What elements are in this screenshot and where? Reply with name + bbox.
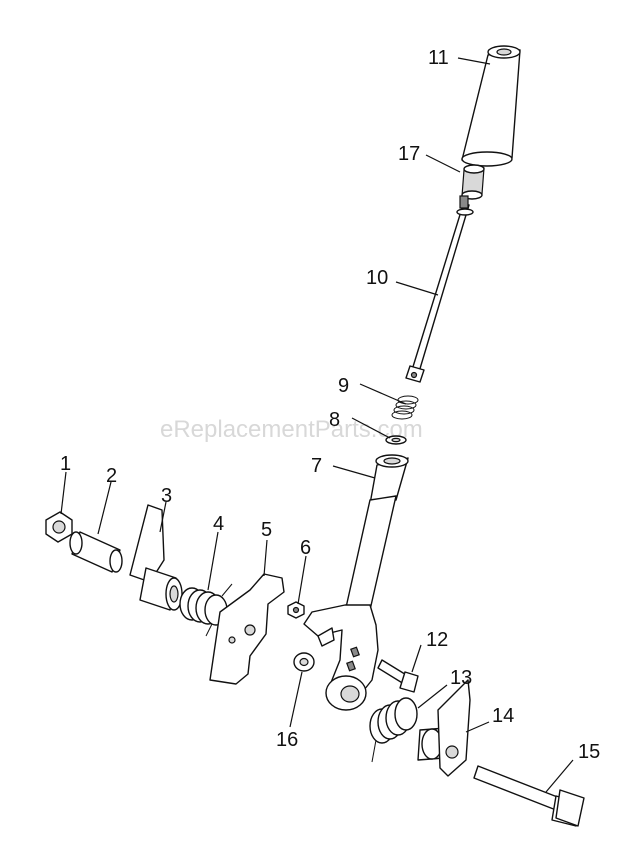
leader-lines: [60, 57, 574, 793]
part-8-washer: [385, 435, 407, 445]
callout-2: 2: [106, 465, 117, 487]
part-14-bracket: [417, 679, 471, 777]
part-4-torsion-spring: [179, 583, 233, 637]
part-15-long-bolt: [473, 765, 585, 827]
callout-14: 14: [492, 705, 514, 727]
callout-7: 7: [311, 455, 322, 477]
part-5-plate: [209, 573, 285, 685]
callout-3: 3: [161, 485, 172, 507]
part-10-shift-rod: [405, 195, 474, 383]
part-3-pivot-bracket: [129, 504, 183, 611]
callout-11: 11: [428, 47, 449, 69]
callout-16: 16: [276, 729, 298, 751]
part-7-shift-lever: [303, 454, 409, 711]
part-2-spacer: [69, 531, 123, 573]
part-1-nut: [45, 511, 73, 543]
callout-10: 10: [366, 267, 388, 289]
callout-8: 8: [329, 409, 340, 431]
part-12-bolt: [377, 659, 419, 693]
callout-1: 1: [60, 453, 71, 475]
callout-6: 6: [300, 537, 311, 559]
callout-9: 9: [338, 375, 349, 397]
callout-4: 4: [213, 513, 224, 535]
part-6-nut: [287, 601, 305, 619]
part-13-spring: [369, 697, 418, 763]
callout-17: 17: [398, 143, 420, 165]
callout-15: 15: [578, 741, 600, 763]
callout-labels: 11 17 10 9 8 7 1 2 3 4 5 6 12 13 14 15 1…: [60, 47, 600, 763]
callout-13: 13: [450, 667, 472, 689]
part-17-bushing: [461, 164, 485, 200]
part-11-handle-grip: [461, 45, 521, 167]
watermark: eReplacementParts.com: [160, 416, 423, 443]
callout-12: 12: [426, 629, 448, 651]
part-16-washer: [293, 652, 315, 672]
callout-5: 5: [261, 519, 272, 541]
